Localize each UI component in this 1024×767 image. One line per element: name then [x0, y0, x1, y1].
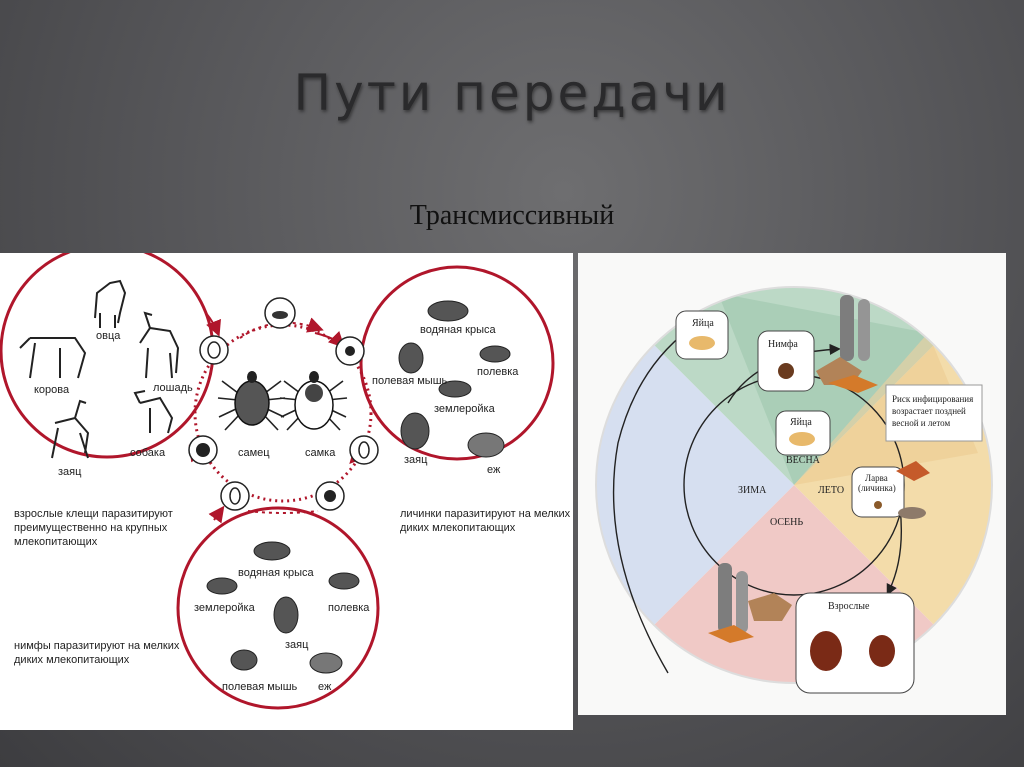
- tick-life-cycle-hosts-diagram: самец самка овца лошадь корова собака за…: [0, 243, 573, 730]
- larva-host-label-2: полевая мышь: [372, 375, 448, 387]
- female-tick-icon: [279, 371, 348, 431]
- adults-caption-line-1: взрослые клещи паразитируют: [14, 508, 173, 520]
- svg-text:Риск инфицирования: Риск инфицирования: [892, 394, 973, 404]
- outer-cycle-arrow: [612, 321, 701, 674]
- male-tick-label: самец: [238, 447, 270, 459]
- fox-icon: [708, 625, 754, 643]
- slide-title: Пути передачи: [293, 64, 731, 122]
- bird-icon: [896, 461, 930, 481]
- host-label-dog: собака: [130, 447, 166, 459]
- mouse-icon: [898, 507, 926, 519]
- host-label-horse: лошадь: [153, 382, 193, 394]
- deer-icon: [748, 593, 792, 621]
- larvae-caption-line-1: личинки паразитируют на мелких: [400, 508, 571, 520]
- engorged-female-node: [188, 435, 218, 465]
- seasonal-tick-cycle-diagram: Яйца Нимфа Яйца Ларва (личинка) Взрослые: [578, 253, 1006, 715]
- svg-text:возрастает поздней: возрастает поздней: [892, 406, 966, 416]
- svg-text:Ларва: Ларва: [865, 473, 888, 483]
- vole-icon: [479, 345, 511, 363]
- winter-sector: [596, 287, 794, 683]
- egg-stage-node: [264, 297, 296, 329]
- larvae-caption-line-2: диких млекопитающих: [400, 522, 516, 534]
- larva-host-label-6: еж: [487, 464, 501, 476]
- nymph-hosts-circle: [176, 506, 380, 710]
- larva-host-label-3: полевка: [477, 366, 519, 378]
- svg-text:(личинка): (личинка): [858, 483, 896, 493]
- season-winter-label: ЗИМА: [738, 485, 767, 496]
- field-mouse-icon: [230, 649, 258, 671]
- sheep-icon: [94, 279, 127, 328]
- shrew-icon: [438, 380, 472, 398]
- larva-host-label-5: заяц: [404, 454, 428, 466]
- larva-stage-node: [335, 336, 365, 366]
- larva-hosts-circle: [359, 265, 555, 461]
- people-and-animals-autumn: [708, 563, 792, 643]
- host-label-cow: корова: [34, 384, 70, 396]
- svg-text:Яйца: Яйца: [790, 417, 812, 428]
- nymph-host-label-6: еж: [318, 681, 332, 693]
- hosts-diagram-svg: самец самка овца лошадь корова собака за…: [0, 243, 571, 710]
- adults-stage: Взрослые: [795, 592, 915, 694]
- molt-node-2: [349, 435, 379, 465]
- shrew-icon: [206, 577, 238, 595]
- horse-icon: [139, 311, 180, 379]
- larva-host-animals: [398, 300, 511, 458]
- season-summer-label: ЛЕТО: [818, 485, 844, 496]
- hare-icon: [51, 399, 90, 459]
- large-host-animals: [19, 279, 180, 459]
- eggs-outer-stage: Яйца: [675, 310, 729, 360]
- water-rat-icon: [427, 300, 469, 322]
- svg-text:Нимфа: Нимфа: [768, 339, 798, 350]
- people-and-animals-spring: [816, 295, 878, 393]
- adults-caption-line-2: преимущественно на крупных: [14, 522, 168, 534]
- larva-host-label-1: водяная крыса: [420, 324, 497, 336]
- seasonal-diagram-svg: Яйца Нимфа Яйца Ларва (личинка) Взрослые: [595, 286, 993, 694]
- female-tick-label: самка: [305, 447, 336, 459]
- nymph-host-label-4: заяц: [285, 639, 309, 651]
- vole-icon: [328, 572, 360, 590]
- nymph-host-animals: [206, 541, 360, 674]
- hedgehog-icon: [467, 432, 505, 458]
- svg-text:весной и летом: весной и летом: [892, 418, 950, 428]
- host-label-hare: заяц: [58, 466, 82, 478]
- eggs-inner-stage: Яйца: [775, 410, 831, 456]
- nymph-host-label-2: землеройка: [194, 602, 256, 614]
- nymphs-caption-line-2: диких млекопитающих: [14, 654, 130, 666]
- water-rat-icon: [253, 541, 291, 561]
- nymph-host-label-3: полевка: [328, 602, 370, 614]
- nymph-host-label-1: водяная крыса: [238, 567, 315, 579]
- host-label-sheep: овца: [96, 330, 121, 342]
- male-tick-icon: [217, 371, 286, 431]
- hare-icon: [273, 596, 299, 634]
- larva-host-label-4: землеройка: [434, 403, 496, 415]
- molt-node-1: [199, 335, 229, 365]
- nymph-stage: Нимфа: [757, 330, 815, 392]
- hare-icon: [400, 412, 430, 450]
- risk-note: Риск инфицирования возрастает поздней ве…: [885, 384, 983, 442]
- field-mouse-icon: [398, 342, 424, 374]
- season-spring-label: ВЕСНА: [786, 455, 821, 466]
- nymph-host-label-5: полевая мышь: [222, 681, 298, 693]
- nymphs-caption-line-1: нимфы паразитируют на мелких: [14, 640, 180, 652]
- larva-stage: Ларва (личинка): [851, 466, 905, 518]
- slide-subtitle: Трансмиссивный: [409, 200, 615, 231]
- adults-caption-line-3: млекопитающих: [14, 536, 98, 548]
- season-autumn-label: ОСЕНЬ: [770, 517, 803, 528]
- molt-node-3: [220, 481, 250, 511]
- svg-text:Яйца: Яйца: [692, 318, 714, 329]
- nymph-stage-node: [315, 481, 345, 511]
- svg-text:Взрослые: Взрослые: [828, 601, 870, 612]
- dog-icon: [133, 390, 174, 434]
- cow-icon: [19, 337, 87, 379]
- hedgehog-icon: [309, 652, 343, 674]
- fox-icon: [828, 375, 878, 393]
